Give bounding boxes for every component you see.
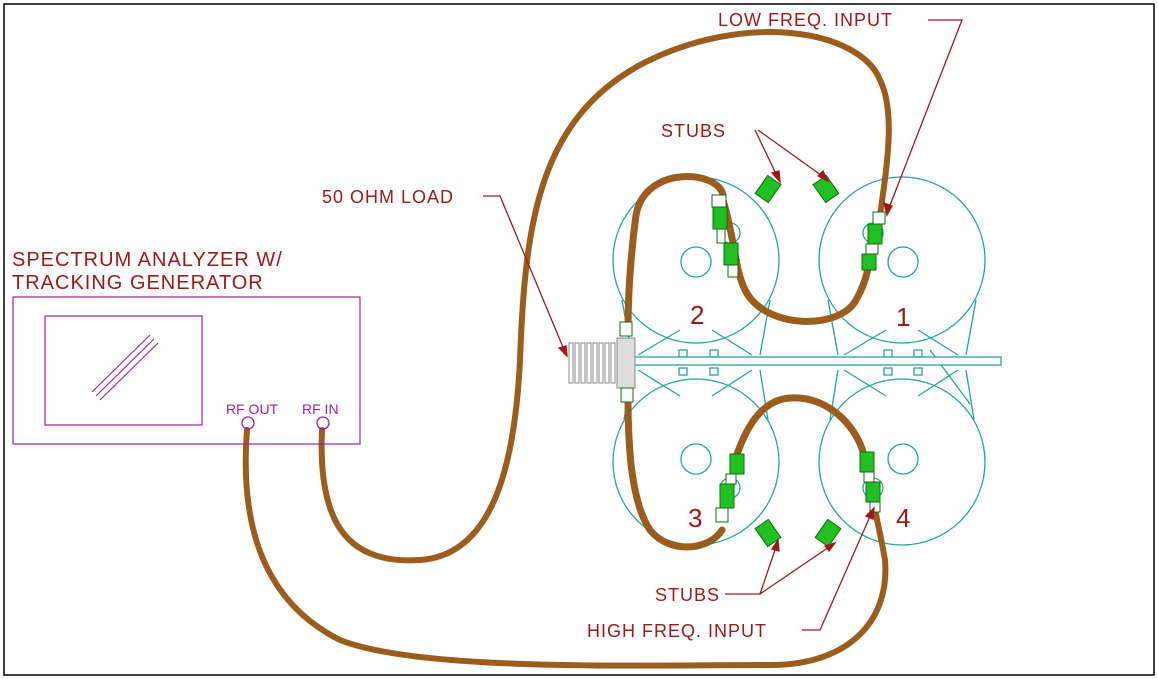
cable-loop-bottom <box>731 394 869 464</box>
analyzer-body <box>12 296 361 445</box>
rf-out-label: RF OUT <box>226 401 279 417</box>
reel-number-2: 2 <box>690 300 704 330</box>
rf-in-label: RF IN <box>302 401 339 417</box>
high-freq-input-label: HIGH FREQ. INPUT <box>587 621 767 641</box>
fifty-ohm-load-label: 50 OHM LOAD <box>322 187 454 207</box>
analyzer-screen <box>44 315 203 426</box>
reel-number-3: 3 <box>688 503 702 533</box>
cable-rf-out <box>242 427 889 669</box>
rf-in-port <box>316 416 330 430</box>
connector-reel2 <box>711 194 739 278</box>
rf-out-port <box>241 416 255 430</box>
spectrum-analyzer: SPECTRUM ANALYZER W/ TRACKING GENERATOR … <box>12 249 361 445</box>
fifty-ohm-load <box>568 337 636 389</box>
cable-rf-in <box>318 29 892 564</box>
low-freq-input-label: LOW FREQ. INPUT <box>718 10 893 30</box>
stub-bottom-left <box>754 518 782 548</box>
connector-reel3 <box>715 453 745 523</box>
cable-loop-top <box>719 196 879 325</box>
cables-group <box>242 29 892 669</box>
cable-left-trunk <box>624 391 726 551</box>
connectors-group <box>619 174 886 548</box>
connector-reel4 <box>859 451 881 513</box>
analyzer-title-line1: SPECTRUM ANALYZER W/ <box>12 249 283 271</box>
stub-bottom-right <box>814 518 842 548</box>
stubs-bottom-label: STUBS <box>655 585 720 605</box>
reel-number-1: 1 <box>896 302 910 332</box>
leader-lines <box>483 19 963 631</box>
analyzer-title-line2: TRACKING GENERATOR <box>12 272 264 294</box>
outer-frame <box>3 3 1155 676</box>
mounting-bar <box>627 356 1002 366</box>
reel-number-4: 4 <box>896 503 910 533</box>
cable-reel2-reel1 <box>624 173 727 334</box>
connector-reel1 <box>861 211 886 271</box>
screen-glare-icon <box>91 334 159 401</box>
stub-top-right <box>812 174 840 204</box>
stub-top-left <box>754 174 782 204</box>
stubs-top-label: STUBS <box>661 121 726 141</box>
